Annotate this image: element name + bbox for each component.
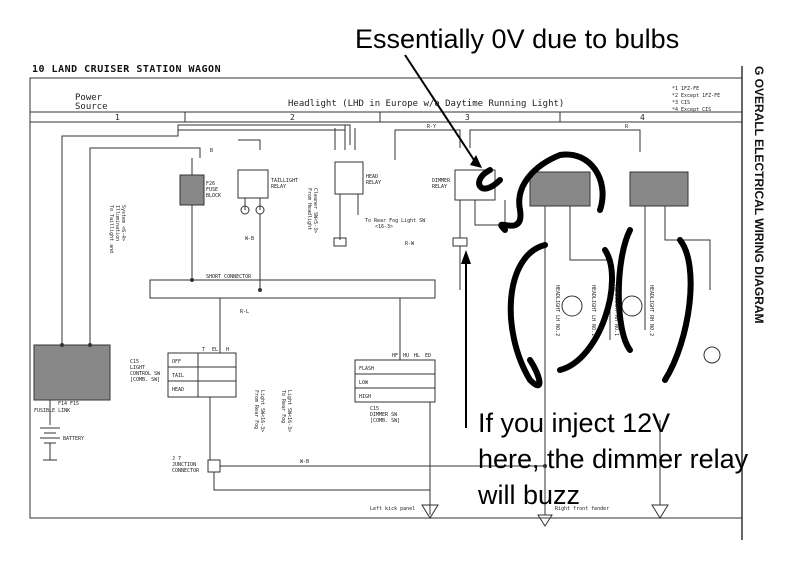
short-connector-label: SHORT CONNECTOR (206, 274, 252, 280)
document-title: 10 LAND CRUISER STATION WAGON (32, 64, 222, 75)
headlight-relay-lh (529, 171, 591, 207)
circuit-title: Headlight (LHD in Europe w/o Daytime Run… (288, 99, 564, 109)
hand-drawn-scribbles (476, 151, 694, 389)
wire-label-r-l: R-L (240, 309, 249, 315)
light-switch-label-2: LIGHT (130, 365, 145, 371)
headlight-lh-no2-label: HEADLIGHT LH NO.2 (554, 285, 560, 336)
fusible-link-label: FUSIBLE LINK (34, 408, 70, 414)
wire-label-r-w: R-W (405, 241, 415, 247)
connector-ea1 (333, 237, 347, 247)
dimmer-switch-box (354, 359, 436, 403)
to-taillight-2: Illumination (114, 205, 120, 241)
to-taillight-3: System <6-4> (120, 205, 126, 241)
dimmer-switch-col-hf: HF (392, 353, 398, 359)
power-source-2: Source (75, 102, 108, 112)
headlight-rh-no2-label: HEADLIGHT RH NO.2 (648, 285, 654, 336)
section-1: 1 (115, 113, 120, 122)
to-rear-fog-bottom-1: To Rear Fog (280, 390, 286, 423)
dimmer-switch-label-3: [COMB. SW] (370, 418, 400, 424)
taillight-relay-label-2: RELAY (271, 184, 286, 190)
junction-connector-box (207, 459, 221, 473)
legend-4: *4 Except CIS (672, 107, 711, 113)
wire-label-r-y: R-Y (427, 124, 436, 130)
wire-label-b: B (210, 148, 213, 154)
dimmer-switch-row-high: HIGH (359, 394, 371, 400)
fuse-block-box (179, 174, 205, 206)
fuse-block-label-3: BLOCK (206, 193, 221, 199)
section-2: 2 (290, 113, 295, 122)
from-headlight-cleaner-2: Cleaner SW<5-3> (312, 188, 318, 233)
to-rear-fog-bottom-2: Light SW<16-3> (286, 390, 292, 432)
to-rear-fog-top-1: To Rear Fog Light SW (365, 218, 426, 224)
head-relay-label-1: HEAD (366, 174, 378, 180)
dimmer-relay-label-1: DIMMER (432, 178, 451, 184)
light-control-switch-box (167, 352, 237, 398)
from-rear-fog-bottom-2: Light SW<16-3> (259, 390, 265, 432)
short-connector-box (149, 279, 436, 299)
left-kick-panel-label: Left kick panel (370, 506, 415, 512)
headlight-relay-rh (629, 171, 689, 207)
junction-connector-label-3: CONNECTOR (172, 468, 200, 474)
annotation-bottom-line-3: will buzz (478, 480, 581, 510)
annotation-top: Essentially 0V due to bulbs (355, 24, 680, 54)
fuse-block-label-2: FUSE (206, 187, 218, 193)
headlight-lh-no1-label: HEADLIGHT LH NO.1 (590, 285, 596, 336)
to-taillight-1: To Taillight and (108, 205, 114, 253)
light-switch-row-head: HEAD (172, 387, 184, 393)
legend-2: *2 Except 1FZ-FE (672, 93, 720, 99)
junction-connector-label-1: J 7 (172, 456, 181, 462)
head-relay-box (334, 161, 364, 195)
taillight-relay-label-1: TAILLIGHT (271, 178, 298, 184)
headlight-lh-no1-bulb (561, 295, 583, 317)
to-rear-fog-top-2: <16-3> (375, 224, 393, 230)
right-front-fender-label: Right front fender (555, 506, 609, 512)
dimmer-switch-col-hl: HL (414, 353, 420, 359)
wire-label-w-b-2: W-B (300, 459, 309, 465)
dimmer-switch-row-low: LOW (359, 380, 369, 386)
headlight-rh-no1-label: HEADLIGHT RH NO.1 (613, 285, 619, 336)
dimmer-relay-label-2: RELAY (432, 184, 447, 190)
fusible-link-ids: F14 F15 (58, 401, 79, 407)
legend-3: *3 CIS (672, 100, 690, 106)
light-switch-col-h: H (226, 347, 229, 353)
light-switch-col-t: T (202, 347, 205, 353)
light-switch-label-1: C15 (130, 359, 139, 365)
fuse-block-label-1: F26 (206, 181, 215, 187)
indicator-bulb (703, 346, 721, 364)
connector-ea3 (452, 237, 468, 247)
legend-1: *1 1FZ-FE (672, 86, 699, 92)
ground-left-kick (421, 504, 439, 519)
section-4: 4 (640, 113, 645, 122)
wire-label-w-b: W-B (245, 236, 254, 242)
from-rear-fog-bottom-1: From Rear Fog (253, 390, 259, 429)
dimmer-switch-row-flash: FLASH (359, 366, 374, 372)
headlight-rh-no1-bulb (621, 295, 643, 317)
light-switch-row-off: OFF (172, 359, 181, 365)
dimmer-switch-col-ed: ED (425, 353, 431, 359)
wire-label-r: R (625, 124, 629, 130)
annotation-bottom-line-2: here, the dimmer relay (478, 444, 749, 474)
dimmer-switch-label-2: DIMMER SW (370, 412, 398, 418)
annotation-bottom-line-1: If you inject 12V (478, 408, 671, 438)
taillight-relay-box (237, 169, 269, 199)
ground-right-fender (651, 504, 669, 519)
annotation-bottom: If you inject 12V here, the dimmer relay… (478, 405, 748, 513)
from-headlight-cleaner-1: From Headlight (306, 188, 312, 230)
dimmer-switch-col-hu: HU (403, 353, 409, 359)
power-source-1: Power (75, 93, 103, 103)
dimmer-switch-label-1: C15 (370, 406, 379, 412)
head-relay-label-2: RELAY (366, 180, 381, 186)
light-switch-label-3: CONTROL SW (130, 371, 161, 377)
arrow-top (404, 54, 477, 164)
light-switch-label-4: [COMB. SW] (130, 377, 160, 383)
ground-mid (537, 514, 553, 527)
light-switch-row-tail: TAIL (172, 373, 184, 379)
battery-label: BATTERY (63, 436, 84, 442)
junction-connector-label-2: JUNCTION (172, 462, 196, 468)
section-3: 3 (465, 113, 470, 122)
fusible-link-box (33, 344, 111, 401)
light-switch-col-el: EL (212, 347, 218, 353)
